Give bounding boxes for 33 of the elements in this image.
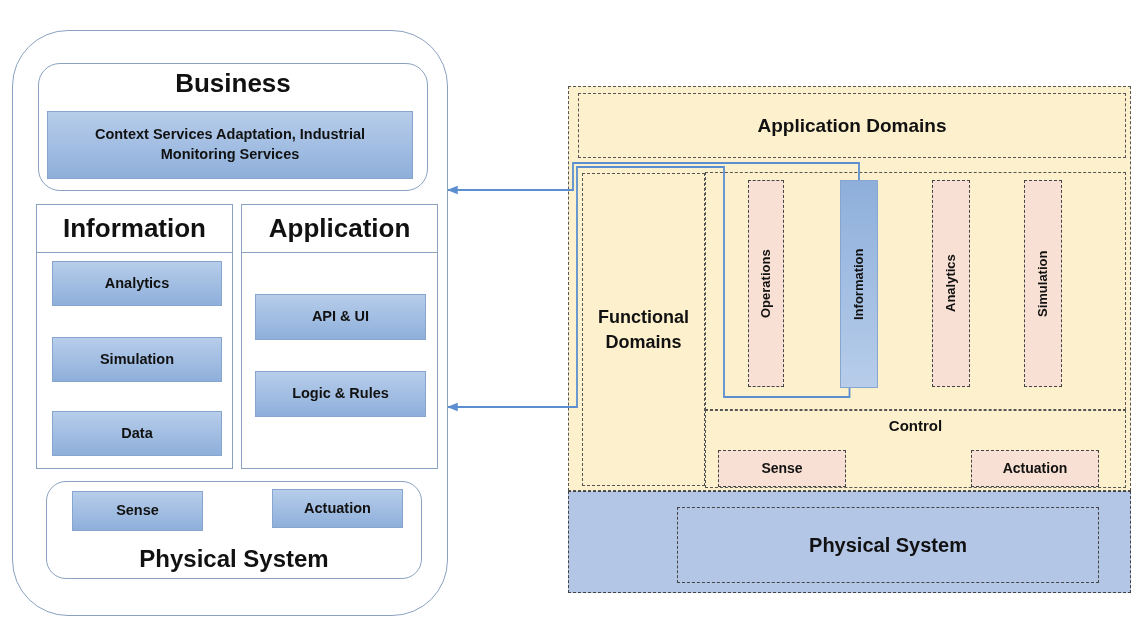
domain-box: Functional Domains bbox=[582, 173, 705, 486]
layer-panel bbox=[241, 204, 438, 469]
panel-title: Physical System bbox=[138, 545, 330, 574]
arrow bbox=[446, 166, 851, 412]
component-box: Simulation bbox=[52, 337, 222, 382]
component-box: Sense bbox=[72, 491, 203, 531]
component-box: Actuation bbox=[272, 489, 403, 528]
component-box: Data bbox=[52, 411, 222, 456]
domain-band: Application Domains bbox=[578, 93, 1126, 158]
function-bar: Analytics bbox=[932, 180, 970, 387]
physical-box: Physical System bbox=[677, 507, 1099, 583]
function-bar: Information bbox=[840, 180, 878, 388]
section-title: Control bbox=[887, 417, 944, 435]
outer-panel bbox=[12, 30, 448, 616]
function-bar: Simulation bbox=[1024, 180, 1062, 387]
component-box: Context Services Adaptation, Industrial Monitoring Services bbox=[47, 111, 413, 179]
function-bar: Operations bbox=[748, 180, 784, 387]
domain-box bbox=[705, 172, 1126, 410]
component-box: Analytics bbox=[52, 261, 222, 306]
panel-title: Business bbox=[174, 68, 292, 100]
component-box: Logic & Rules bbox=[255, 371, 426, 417]
component-box: Actuation bbox=[971, 450, 1099, 487]
panel-title: Application bbox=[242, 205, 437, 253]
domain-frame bbox=[568, 86, 1131, 491]
layer-panel bbox=[46, 481, 422, 579]
arrow bbox=[446, 162, 860, 195]
component-box: Sense bbox=[718, 450, 846, 487]
component-box: API & UI bbox=[255, 294, 426, 340]
physical-band bbox=[568, 491, 1131, 593]
layer-panel bbox=[38, 63, 428, 191]
panel-title: Information bbox=[37, 205, 232, 253]
layer-panel bbox=[36, 204, 233, 469]
domain-box bbox=[705, 410, 1126, 488]
